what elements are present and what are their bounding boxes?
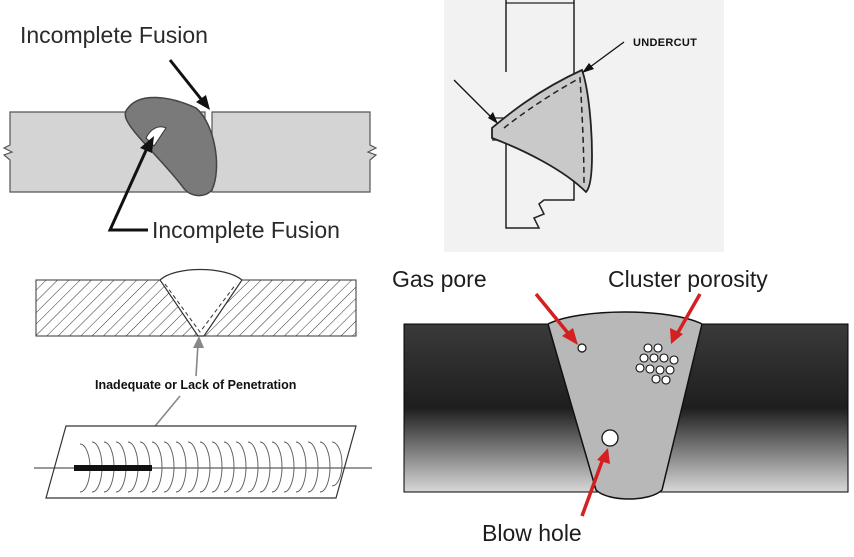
up-arrow-head: [193, 336, 204, 348]
right-plate: [211, 111, 378, 193]
gas-pore-label: Gas pore: [392, 266, 487, 292]
undercut-leader-head: [582, 63, 594, 73]
porosity-panel: Gas pore Cluster porosity Blow hole: [392, 258, 854, 557]
fusion-line: [503, 76, 585, 185]
blow-hole: [601, 429, 619, 447]
weld-bead: [124, 96, 218, 197]
undercut-diagram: [453, 0, 625, 229]
blow-hole-label: Blow hole: [482, 520, 582, 546]
cluster-arrow-line: [674, 293, 702, 337]
incomplete-fusion-diagram: [2, 59, 378, 232]
blow-hole-arrow-line: [580, 455, 606, 517]
blow-hole-arrow-head: [597, 448, 610, 464]
cluster-porosity-label: Cluster porosity: [608, 266, 768, 292]
left-leader-head: [488, 112, 498, 124]
bottom-arrow-head: [140, 136, 154, 153]
top-arrow-head: [196, 95, 210, 110]
groove-dashed-line: [164, 283, 237, 333]
top-arrow-line: [168, 59, 207, 105]
gas-pore: [577, 343, 587, 353]
undercut-panel: UNDERCUT: [444, 0, 724, 252]
plan-view-plate: [45, 425, 357, 499]
left-leader: [453, 79, 495, 121]
incomplete-fusion-panel: Incomplete Fusion Incomplete Fusion: [0, 0, 400, 260]
gas-pore-arrow-head: [562, 328, 578, 345]
undercut-label: UNDERCUT: [633, 37, 698, 49]
cluster-porosity: [635, 343, 679, 385]
lack-of-penetration-label: Inadequate or Lack of Penetration: [95, 378, 297, 392]
incomplete-fusion-top-label: Incomplete Fusion: [20, 22, 208, 48]
undercut-leader: [585, 41, 625, 71]
weld-fillet: [491, 68, 593, 194]
penetration-defect-bar: [74, 465, 152, 471]
bottom-arrow-line: [107, 145, 150, 232]
weld-groove: [159, 268, 243, 337]
vertical-plate: [505, 0, 575, 229]
cluster-arrow-head: [670, 328, 683, 344]
incomplete-fusion-bottom-label: Incomplete Fusion: [152, 217, 340, 243]
porosity-diagram: [403, 292, 849, 517]
penetration-diagram: [34, 268, 372, 499]
up-arrow-line: [195, 343, 199, 377]
lack-of-penetration-panel: Inadequate or Lack of Penetration: [0, 258, 400, 557]
gas-pore-arrow-line: [534, 292, 574, 340]
